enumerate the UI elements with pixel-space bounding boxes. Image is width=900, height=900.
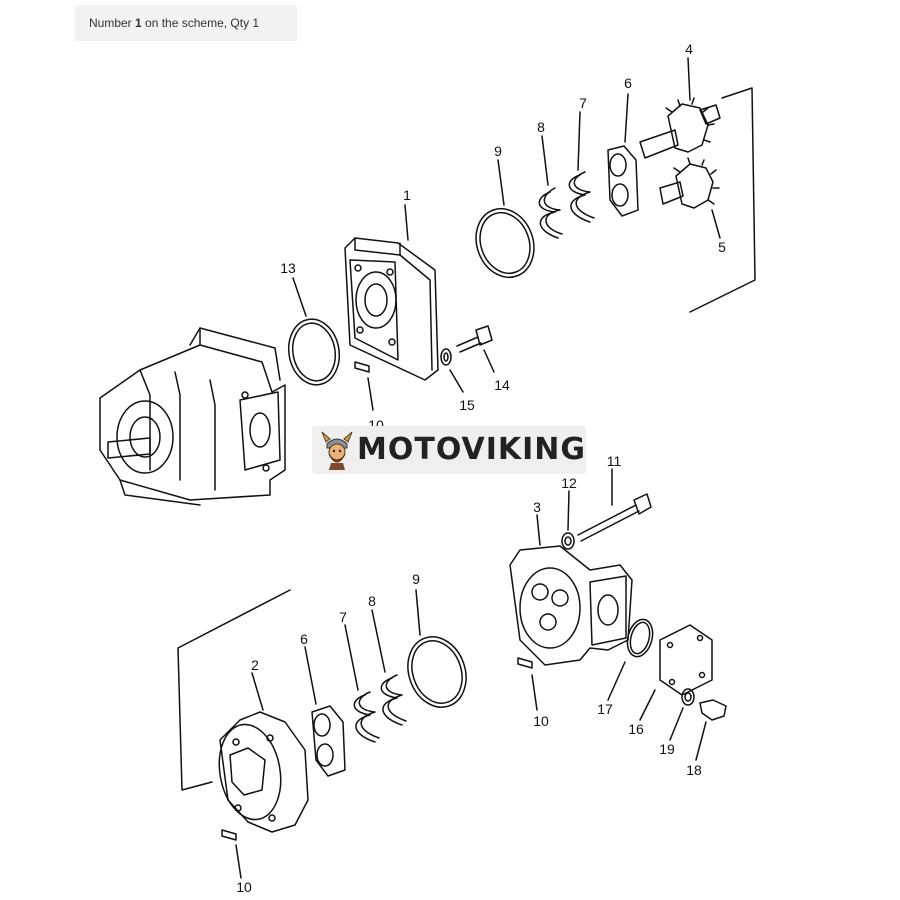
callout-5: 5 <box>718 239 726 255</box>
part-10-pin-lower <box>221 829 242 879</box>
part-2-gear-housing <box>218 672 309 833</box>
logo-wordmark: MOTOVIKING <box>357 432 587 467</box>
callout-6-lower: 6 <box>300 631 308 647</box>
part-6-plate-upper <box>607 93 639 217</box>
part-19-washer <box>669 688 695 741</box>
part-8-backup-ring-upper <box>538 135 563 239</box>
callout-10-lower: 10 <box>236 879 252 895</box>
callout-18: 18 <box>686 762 702 778</box>
part-9-seal-lower <box>407 589 467 708</box>
part-14-bolt <box>456 325 495 373</box>
callout-13: 13 <box>280 260 296 276</box>
callout-8-lower: 8 <box>368 593 376 609</box>
pump-assembly <box>99 327 286 506</box>
callout-11: 11 <box>607 453 622 469</box>
callout-17: 17 <box>597 701 613 717</box>
part-13-o-ring <box>287 277 341 386</box>
part-8-backup-ring-lower <box>371 609 407 726</box>
part-15-washer <box>440 348 464 393</box>
callout-9-lower: 9 <box>412 571 420 587</box>
callout-19: 19 <box>659 741 675 757</box>
part-16-cover-plate <box>639 624 713 721</box>
part-1-cover <box>344 204 439 381</box>
part-17-o-ring <box>607 618 654 701</box>
part-3-rear-housing <box>509 514 633 666</box>
part-4-drive-gear <box>639 57 721 159</box>
callout-10-right: 10 <box>533 713 549 729</box>
scheme-caption: Number 1 on the scheme, Qty 1 <box>75 5 297 41</box>
callout-1: 1 <box>403 187 411 203</box>
caption-suffix: on the scheme, Qty 1 <box>141 16 260 30</box>
callout-8-upper: 8 <box>537 119 545 135</box>
callout-16: 16 <box>628 721 644 737</box>
part-7-backup-ring-lower <box>344 624 380 743</box>
part-18-bolt <box>695 699 727 761</box>
callout-7-upper: 7 <box>579 95 587 111</box>
part-9-seal-upper <box>475 159 535 279</box>
callout-labels: 1 2 3 4 5 6 6 7 7 8 8 9 9 10 10 10 11 12… <box>236 41 726 895</box>
caption-number: 1 <box>135 16 142 30</box>
callout-6-upper: 6 <box>624 75 632 91</box>
callout-12: 12 <box>561 475 577 491</box>
viking-mascot-icon <box>321 431 353 470</box>
callout-2: 2 <box>251 657 259 673</box>
part-11-long-bolt <box>577 468 652 542</box>
gear-bracket-line <box>689 87 756 313</box>
callout-15: 15 <box>459 397 475 413</box>
callout-3: 3 <box>533 499 541 515</box>
callout-9-upper: 9 <box>494 143 502 159</box>
gear-housing-bracket-line <box>177 589 291 791</box>
watermark-logo <box>312 426 586 474</box>
part-10-pin-right <box>517 657 538 711</box>
part-6-plate-lower <box>304 646 346 777</box>
part-12-washer <box>561 490 575 550</box>
callout-14: 14 <box>494 377 510 393</box>
part-7-backup-ring-upper <box>568 111 595 223</box>
callout-7-lower: 7 <box>339 609 347 625</box>
callout-4: 4 <box>685 41 693 57</box>
part-10-pin-upper <box>354 361 374 411</box>
caption-prefix: Number <box>89 16 136 30</box>
part-5-driven-gear <box>659 157 721 239</box>
